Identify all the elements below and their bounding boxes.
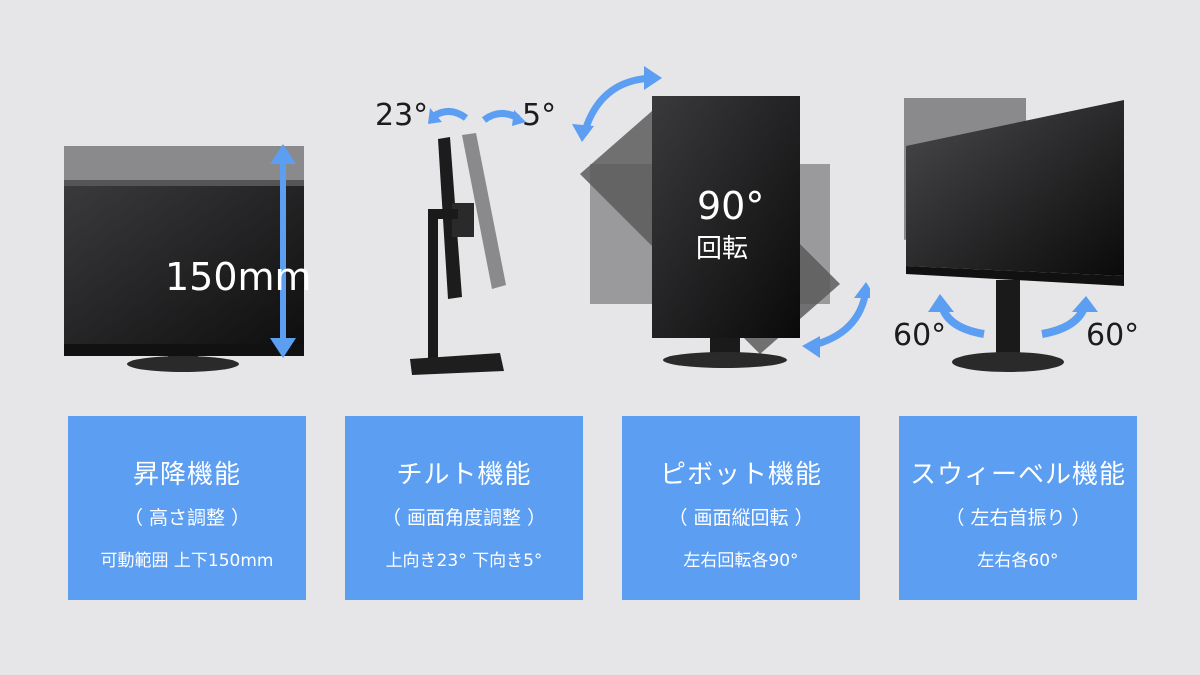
pivot-arrow-bottom-icon xyxy=(854,282,870,298)
height-adjust-illustration xyxy=(64,144,304,372)
pivot-subtitle: （ 画面縦回転 ） xyxy=(668,507,814,529)
swivel-left-label: 60° xyxy=(893,318,947,353)
pivot-detail: 左右回転各90° xyxy=(683,551,799,571)
pivot-angle-label: 90° xyxy=(697,184,765,228)
swivel-subtitle: （ 左右首振り ） xyxy=(945,507,1091,529)
tilt-up-label: 23° xyxy=(375,98,429,133)
height-subtitle: （ 高さ調整 ） xyxy=(123,507,251,529)
tilt-detail: 上向き23° 下向き5° xyxy=(385,551,543,571)
swivel-screen xyxy=(906,100,1124,276)
pivot-arrow-top-icon xyxy=(644,66,662,90)
pivot-rotate-label: 回転 xyxy=(696,234,749,264)
tilt-down-label: 5° xyxy=(522,98,557,133)
tilt-title: チルト機能 xyxy=(396,460,532,490)
pivot-screen xyxy=(652,96,800,338)
swivel-title: スウィーベル機能 xyxy=(909,460,1126,490)
monitor-screen xyxy=(64,186,304,354)
swivel-stand xyxy=(996,280,1020,360)
height-arrow-up-icon xyxy=(270,144,296,164)
pivot-illustration xyxy=(572,66,870,368)
pivot-base xyxy=(663,352,787,368)
tilt-illustration xyxy=(410,133,506,375)
swivel-detail: 左右各60° xyxy=(977,551,1059,571)
tilt-arrows-icon xyxy=(428,108,526,126)
monitor-base xyxy=(127,356,239,372)
tilt-ghost-screen xyxy=(462,133,506,289)
swivel-arrow-left-icon xyxy=(928,294,954,312)
swivel-right-label: 60° xyxy=(1086,318,1140,353)
swivel-illustration xyxy=(904,98,1124,372)
tilt-base xyxy=(410,353,504,375)
swivel-arrow-right-icon xyxy=(1072,296,1098,312)
height-arrow-down-icon xyxy=(270,338,296,358)
tilt-subtitle: （ 画面角度調整 ） xyxy=(381,507,547,529)
tilt-panel: チルト機能 （ 画面角度調整 ） 上向き23° 下向き5° xyxy=(345,416,583,600)
tilt-stand-arm xyxy=(428,209,438,359)
height-value-label: 150mm xyxy=(165,255,312,299)
pivot-title: ピボット機能 xyxy=(659,460,822,490)
height-title: 昇降機能 xyxy=(132,460,241,490)
swivel-panel: スウィーベル機能 （ 左右首振り ） 左右各60° xyxy=(899,416,1137,600)
height-panel: 昇降機能 （ 高さ調整 ） 可動範囲 上下150mm xyxy=(68,416,306,600)
swivel-base xyxy=(952,352,1064,372)
pivot-panel: ピボット機能 （ 画面縦回転 ） 左右回転各90° xyxy=(622,416,860,600)
height-detail: 可動範囲 上下150mm xyxy=(100,551,274,571)
